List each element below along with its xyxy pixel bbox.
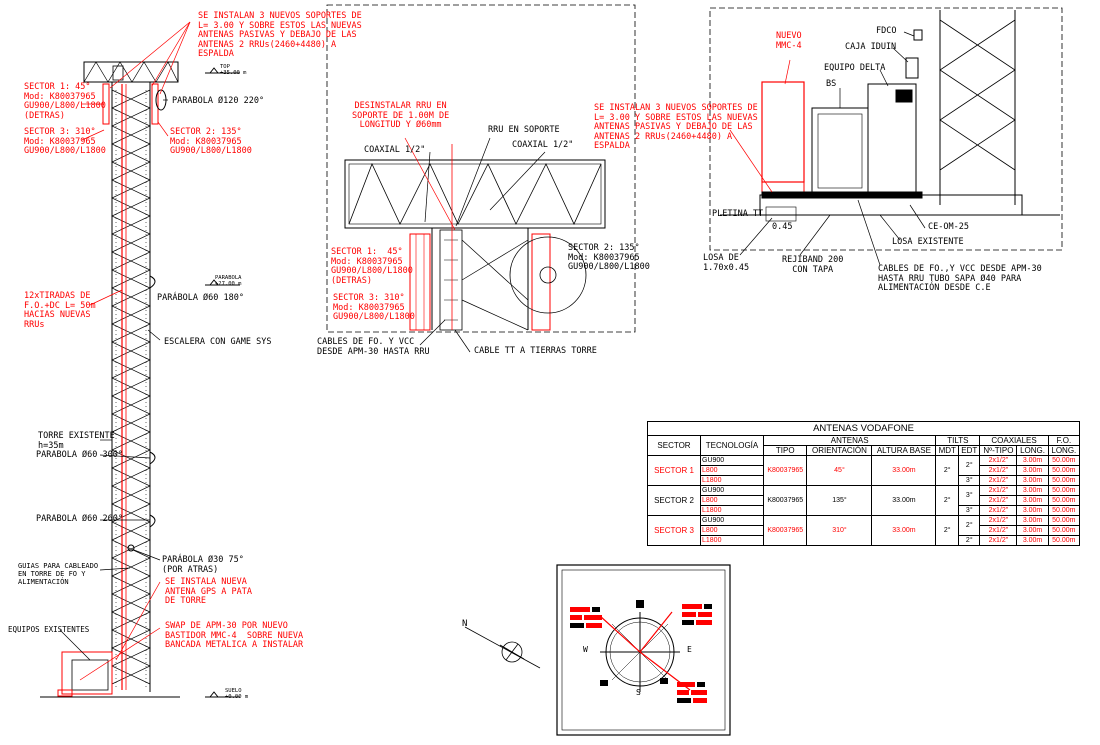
tower-gps-antenna: SE INSTALA NUEVA ANTENA GPS A PATA DE TO… — [165, 577, 252, 606]
col-tecnologia: TECNOLOGÍA — [700, 435, 764, 456]
col-edt: EDT — [958, 445, 981, 456]
equipment-plan — [709, 7, 1063, 266]
table-row: SECTOR 3 GU900 K80037965 310° 33.00m 2° … — [647, 515, 1081, 546]
col-fo-long: LONG. — [1047, 445, 1081, 456]
tower-parabola-30-75: PARÁBOLA Ø30 75° (POR ATRAS) — [162, 555, 244, 575]
rru-support-detail — [326, 4, 636, 353]
equip-losa: LOSA DE 1.70x0.45 — [703, 253, 750, 273]
tower-sector-2: SECTOR 2: 135° Mod: K80037965 GU900/L800… — [170, 127, 252, 156]
detail-sector-3: SECTOR 3: 310° Mod: K80037965 GU900/L800… — [333, 293, 415, 322]
col-tipo: TIPO — [762, 445, 808, 456]
north-arrow-label: N — [462, 619, 468, 629]
col-sector: SECTOR — [647, 435, 701, 456]
tower-existing: TORRE EXISTENTE h=35m — [38, 431, 115, 451]
tower-apm30-swap: SWAP DE APM-30 POR NUEVO BASTIDOR MMC-4 … — [165, 621, 304, 650]
compass-west: W — [583, 645, 588, 654]
col-mdt: MDT — [935, 445, 960, 456]
sector-compass — [556, 564, 731, 736]
tower-sector-3: SECTOR 3: 310° Mod: K80037965 GU900/L800… — [24, 127, 106, 156]
level-parabola: PARABOLA +27.00 m — [215, 275, 242, 287]
col-coaxiales: COAXIALES — [979, 435, 1049, 446]
equip-new-mmc4: NUEVO MMC-4 — [776, 31, 802, 51]
table-title: ANTENAS VODAFONE — [647, 421, 1080, 436]
col-tilts: TILTS — [935, 435, 981, 446]
tower-sector-1: SECTOR 1: 45° Mod: K80037965 GU900/L800/… — [24, 82, 106, 121]
tower-ladder: ESCALERA CON GAME SYS — [164, 337, 272, 347]
detail-coax-right: COAXIAL 1/2" — [512, 140, 574, 150]
equip-bs: BS — [826, 79, 837, 89]
col-fo: F.O. — [1047, 435, 1081, 446]
tower-cable-guides: GUIAS PARA CABLEADO EN TORRE DE FO Y ALI… — [18, 562, 99, 586]
equip-caja-iduin: CAJA IDUIN — [845, 42, 897, 52]
col-antenas: ANTENAS — [762, 435, 937, 446]
equip-fdco: FDCO — [876, 26, 897, 36]
tower-parabola-60-180: PARÁBOLA Ø60 180° — [157, 293, 244, 303]
level-top: TOP +35.00 m — [220, 64, 247, 76]
equip-ce-om-25: CE-OM-25 — [928, 222, 969, 232]
detail-tt-cable: CABLE TT A TIERRAS TORRE — [474, 346, 597, 356]
detail-uninstall-rru: DESINSTALAR RRU EN SOPORTE DE 1.00M DE L… — [352, 101, 450, 130]
equip-fo-vcc-cables: CABLES DE FO.,Y VCC DESDE APM-30 HASTA R… — [878, 264, 1042, 293]
north-arrow — [464, 626, 541, 669]
detail-sector-2: SECTOR 2: 135° Mod: K80037965 GU900/L800… — [568, 243, 650, 272]
equip-losa-existente: LOSA EXISTENTE — [892, 237, 964, 247]
detail-rru-support: RRU EN SOPORTE — [488, 125, 560, 135]
tower-parabola-60-300: PARABOLA Ø60 300° — [36, 450, 123, 460]
compass-east: E — [687, 645, 692, 654]
tower-parabola-120: PARABOLA Ø120 220° — [172, 96, 265, 106]
tower-parabola-60-260: PARABOLA Ø60 260° — [36, 514, 123, 524]
table-row: L1800 2° 2x1/2" 3.00m 50.00m — [648, 535, 1081, 546]
col-ntipo: Nº-TIPO — [979, 445, 1018, 456]
equip-rejiband: REJIBAND 200 CON TAPA — [782, 255, 844, 275]
table-row: L1800 3° 2x1/2" 3.00m 50.00m — [648, 475, 1081, 486]
col-long: LONG. — [1016, 445, 1049, 456]
table-row: SECTOR 1 GU900 K80037965 45° 33.00m 2° 2… — [647, 455, 1081, 486]
tower-elevation — [40, 21, 240, 698]
detail-sector-1: SECTOR 1: 45° Mod: K80037965 GU900/L800/… — [331, 247, 413, 286]
level-ground: SUELO +0.00 m — [225, 688, 249, 700]
tower-fo-dc-runs: 12xTIRADAS DE F.O.+DC L= 50m HACIAS NUEV… — [24, 291, 96, 330]
detail-fo-vcc-cables: CABLES DE FO. Y VCC DESDE APM-30 HASTA R… — [317, 337, 430, 357]
equip-dim-045: 0.45 — [772, 222, 793, 232]
tower-existing-equipment: EQUIPOS EXISTENTES — [8, 625, 90, 634]
detail-coax-left: COAXIAL 1/2" — [364, 145, 426, 155]
compass-north: N — [636, 600, 641, 609]
col-orientacion: ORIENTACIÓN — [806, 445, 873, 456]
equip-delta: EQUIPO DELTA — [824, 63, 886, 73]
tower-note-new-supports: SE INSTALAN 3 NUEVOS SOPORTES DE L= 3.00… — [198, 11, 362, 59]
antenna-table: ANTENAS VODAFONE SECTOR TECNOLOGÍA ANTEN… — [647, 421, 1081, 546]
compass-south: S — [636, 688, 641, 697]
equip-pletina-tt: PLETINA TT — [712, 209, 764, 219]
equip-note-new-supports: SE INSTALAN 3 NUEVOS SOPORTES DE L= 3.00… — [594, 103, 758, 151]
col-altura: ALTURA BASE — [871, 445, 937, 456]
table-row: SECTOR 2 GU900 K80037965 135° 33.00m 2° … — [647, 485, 1081, 516]
